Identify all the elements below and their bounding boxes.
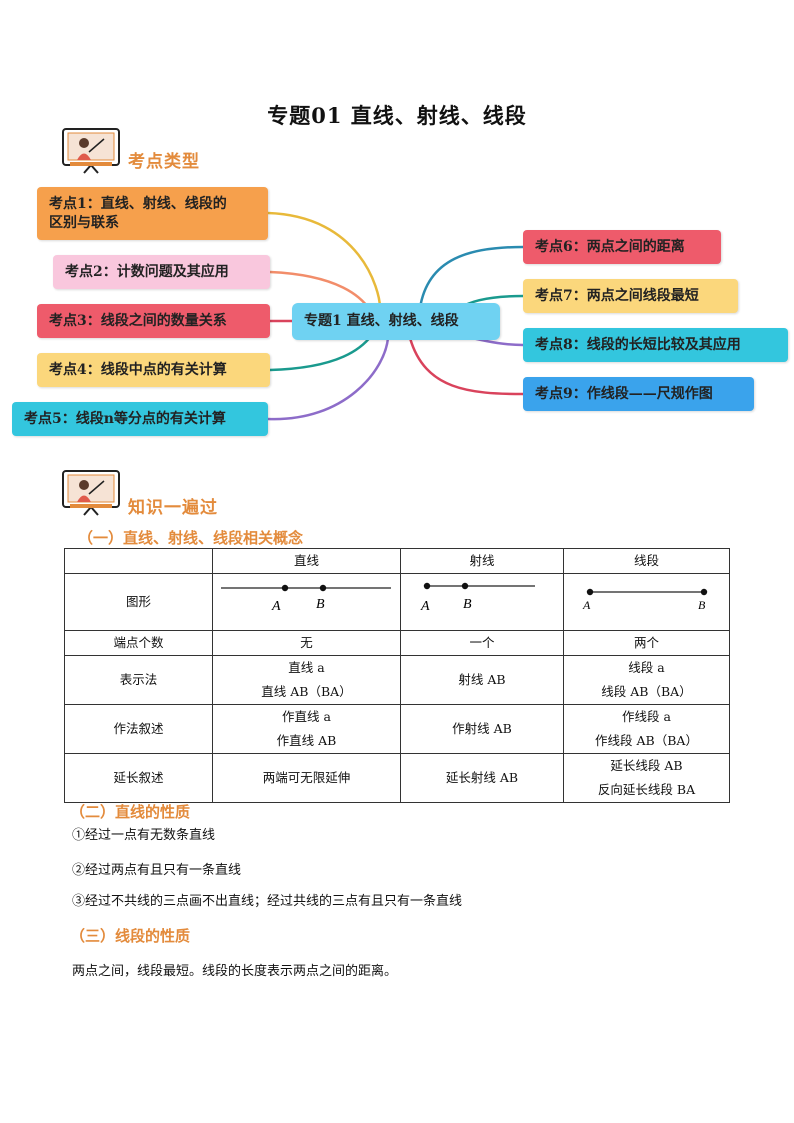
table-row: 作法叙述 作直线 a 作直线 AB 作射线 AB 作线段 a 作线段 AB（BA） — [64, 704, 730, 754]
cell-line: 直线 a — [288, 660, 325, 675]
cell-line: 直线 AB（BA） — [261, 684, 352, 699]
segment-property: 两点之间，线段最短。线段的长度表示两点之间的距离。 — [72, 964, 398, 979]
cell-line: 线段 a — [628, 660, 665, 675]
node-exam-point-2-label: 考点2：计数问题及其应用 — [65, 263, 229, 280]
node-exam-point-5-label: 考点5：线段n等分点的有关计算 — [24, 410, 226, 427]
cell-line: 线段 AB（BA） — [601, 684, 692, 699]
table-cell: 作线段 a 作线段 AB（BA） — [563, 704, 730, 754]
table-cell: 无 — [212, 630, 401, 656]
cell-line: 作线段 AB（BA） — [595, 733, 698, 748]
table-cell: 一个 — [400, 630, 564, 656]
page-title: 专题01 直线、射线、线段 — [267, 103, 527, 128]
ray-figure: A B — [420, 582, 535, 614]
table-cell: 线段 a 线段 AB（BA） — [563, 655, 730, 705]
figure-point-label: A — [420, 599, 430, 614]
table-header-cell: 线段 — [563, 548, 730, 574]
table-header-cell: 射线 — [400, 548, 564, 574]
table-row: 表示法 直线 a 直线 AB（BA） 射线 AB 线段 a 线段 AB（BA） — [64, 655, 730, 705]
connector-left-4 — [269, 334, 373, 372]
row-label: 延长叙述 — [64, 753, 213, 803]
subheading-segment-properties: （三）线段的性质 — [70, 927, 191, 945]
connector-right-6 — [418, 245, 524, 309]
node-exam-point-3: 考点3：线段之间的数量关系 — [37, 304, 270, 338]
section-title-exam-types: 考点类型 — [128, 152, 200, 172]
row-label: 图形 — [64, 573, 213, 631]
node-exam-point-5: 考点5：线段n等分点的有关计算 — [12, 402, 268, 436]
table-cell: 延长射线 AB — [400, 753, 564, 803]
row-label: 表示法 — [64, 655, 213, 705]
table-header-row: 直线 射线 线段 — [64, 548, 730, 574]
table-cell: 两端可无限延伸 — [212, 753, 401, 803]
node-exam-point-6: 考点6：两点之间的距离 — [523, 230, 721, 264]
figure-segment: A B — [563, 573, 730, 631]
node-exam-point-8: 考点8：线段的长短比较及其应用 — [523, 328, 788, 362]
figure-point-label: B — [698, 598, 706, 612]
figure-point-label: B — [463, 597, 472, 612]
row-label: 端点个数 — [64, 630, 213, 656]
connector-right-9 — [408, 337, 524, 396]
table-header-cell — [64, 548, 213, 574]
section-title-knowledge: 知识一遍过 — [128, 498, 218, 518]
node-exam-point-9-label: 考点9：作线段——尺规作图 — [535, 385, 713, 402]
figure-line: A B — [212, 573, 401, 631]
node-exam-point-2: 考点2：计数问题及其应用 — [53, 255, 270, 289]
subheading-line-properties: （二）直线的性质 — [70, 803, 191, 821]
line-figure: A B — [221, 584, 391, 614]
table-row: 端点个数 无 一个 两个 — [64, 630, 730, 656]
figure-point-label: B — [316, 597, 325, 612]
teacher-board-icon — [62, 470, 120, 516]
node-exam-point-1-line1: 考点1：直线、射线、线段的 — [49, 195, 227, 212]
node-exam-point-6-label: 考点6：两点之间的距离 — [535, 238, 685, 255]
line-property-3: ③经过不共线的三点画不出直线；经过共线的三点有且只有一条直线 — [72, 894, 463, 909]
node-exam-point-7-label: 考点7：两点之间线段最短 — [535, 287, 699, 304]
table-cell: 作直线 a 作直线 AB — [212, 704, 401, 754]
line-property-1: ①经过一点有无数条直线 — [72, 828, 216, 843]
cell-line: 作线段 a — [622, 709, 671, 724]
table-cell: 两个 — [563, 630, 730, 656]
subheading-concepts: （一）直线、射线、线段相关概念 — [78, 529, 304, 547]
connector-left-5 — [267, 337, 390, 421]
mindmap: 考点1：直线、射线、线段的区别与联系 考点2：计数问题及其应用 考点3：线段之间… — [0, 180, 794, 450]
node-exam-point-4: 考点4：线段中点的有关计算 — [37, 353, 270, 387]
node-exam-point-3-label: 考点3：线段之间的数量关系 — [49, 312, 227, 329]
figure-point-label: A — [271, 599, 281, 614]
concept-table: 直线 射线 线段 图形 A B A B — [64, 548, 730, 803]
table-cell: 延长线段 AB 反向延长线段 BA — [563, 753, 730, 803]
cell-line: 反向延长线段 BA — [597, 782, 696, 797]
node-exam-point-4-label: 考点4：线段中点的有关计算 — [49, 361, 227, 378]
node-exam-point-8-label: 考点8：线段的长短比较及其应用 — [535, 336, 741, 353]
table-cell: 作射线 AB — [400, 704, 564, 754]
cell-line: 延长线段 AB — [610, 758, 683, 773]
connector-left-1 — [267, 211, 382, 309]
table-cell: 直线 a 直线 AB（BA） — [212, 655, 401, 705]
figure-ray: A B — [400, 573, 564, 631]
node-exam-point-1: 考点1：直线、射线、线段的区别与联系 — [37, 187, 268, 240]
table-header-cell: 直线 — [212, 548, 401, 574]
node-exam-point-9: 考点9：作线段——尺规作图 — [523, 377, 754, 411]
table-row: 延长叙述 两端可无限延伸 延长射线 AB 延长线段 AB 反向延长线段 BA — [64, 753, 730, 803]
cell-line: 作直线 a — [282, 709, 331, 724]
line-property-2: ②经过两点有且只有一条直线 — [72, 863, 242, 878]
node-center-label: 专题1 直线、射线、线段 — [304, 313, 459, 329]
teacher-board-icon — [62, 128, 120, 174]
segment-figure: A B — [582, 588, 708, 612]
node-exam-point-1-line2: 区别与联系 — [49, 214, 119, 231]
table-row-figure: 图形 A B A B A — [64, 573, 730, 631]
node-exam-point-7: 考点7：两点之间线段最短 — [523, 279, 738, 313]
row-label: 作法叙述 — [64, 704, 213, 754]
cell-line: 作直线 AB — [276, 733, 337, 748]
table-cell: 射线 AB — [400, 655, 564, 705]
figure-point-label: A — [582, 598, 591, 612]
node-center-topic: 专题1 直线、射线、线段 — [292, 303, 500, 340]
